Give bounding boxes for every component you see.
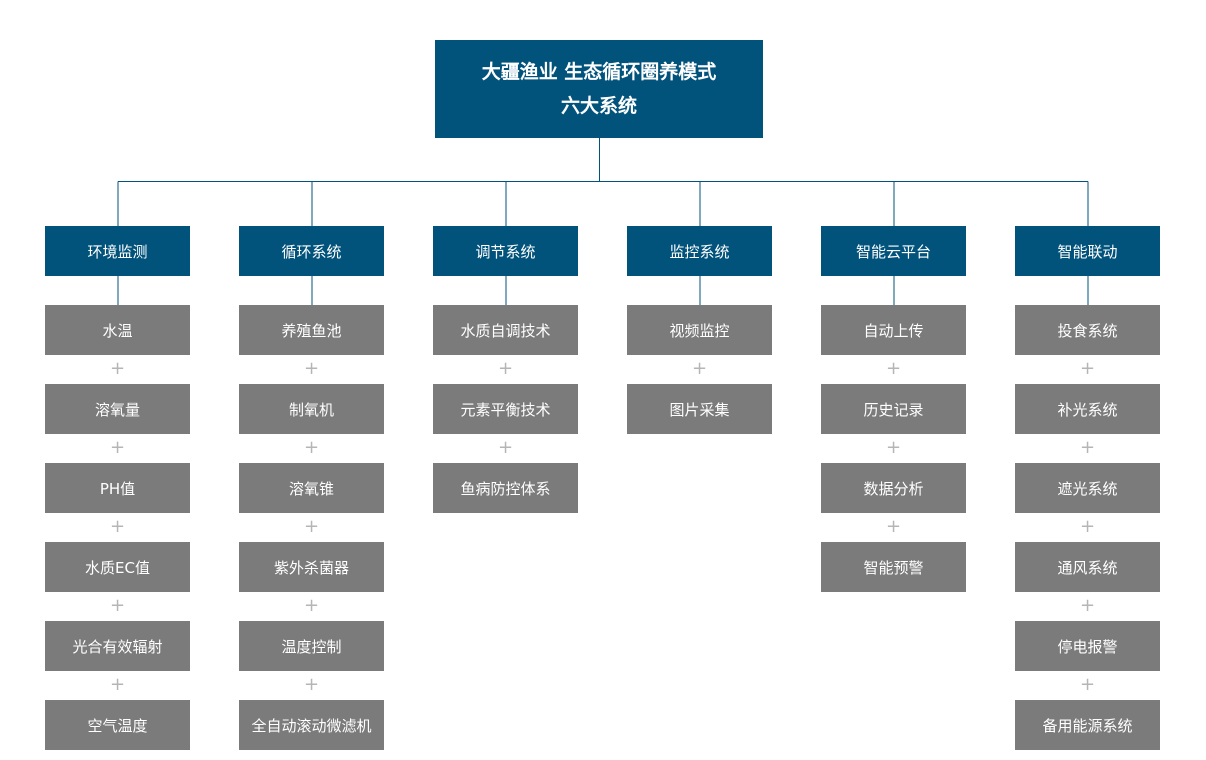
item-box: 全自动滚动微滤机 [239, 700, 384, 750]
item-box: 图片采集 [627, 384, 772, 434]
item-box: 投食系统 [1015, 305, 1160, 355]
item-box: 遮光系统 [1015, 463, 1160, 513]
plus-icon: + [303, 674, 320, 695]
category-box: 调节系统 [433, 226, 578, 276]
item-box: 光合有效辐射 [45, 621, 190, 671]
item-box: 备用能源系统 [1015, 700, 1160, 750]
plus-icon: + [691, 358, 708, 379]
category-box: 循环系统 [239, 226, 384, 276]
category-box: 环境监测 [45, 226, 190, 276]
plus-icon: + [109, 516, 126, 537]
category-box: 智能云平台 [821, 226, 966, 276]
plus-icon: + [1079, 358, 1096, 379]
plus-icon: + [497, 437, 514, 458]
item-box: 温度控制 [239, 621, 384, 671]
item-box: 停电报警 [1015, 621, 1160, 671]
item-box: 制氧机 [239, 384, 384, 434]
item-box: 紫外杀菌器 [239, 542, 384, 592]
item-box: 元素平衡技术 [433, 384, 578, 434]
item-box: 溶氧量 [45, 384, 190, 434]
plus-icon: + [109, 437, 126, 458]
plus-icon: + [109, 595, 126, 616]
plus-icon: + [497, 358, 514, 379]
item-box: 溶氧锥 [239, 463, 384, 513]
plus-icon: + [1079, 437, 1096, 458]
item-box: 自动上传 [821, 305, 966, 355]
item-box: 通风系统 [1015, 542, 1160, 592]
item-box: 空气温度 [45, 700, 190, 750]
item-box: 水质自调技术 [433, 305, 578, 355]
root-title-line1: 大疆渔业 生态循环圈养模式 [481, 61, 717, 83]
plus-icon: + [1079, 516, 1096, 537]
item-box: 鱼病防控体系 [433, 463, 578, 513]
plus-icon: + [1079, 674, 1096, 695]
item-box: 养殖鱼池 [239, 305, 384, 355]
item-box: 水质EC值 [45, 542, 190, 592]
plus-icon: + [885, 358, 902, 379]
category-box: 监控系统 [627, 226, 772, 276]
item-box: 补光系统 [1015, 384, 1160, 434]
plus-icon: + [885, 516, 902, 537]
plus-icon: + [109, 674, 126, 695]
category-box: 智能联动 [1015, 226, 1160, 276]
root-title-box: 大疆渔业 生态循环圈养模式 六大系统 [435, 40, 763, 138]
plus-icon: + [303, 516, 320, 537]
item-box: 历史记录 [821, 384, 966, 434]
item-box: PH值 [45, 463, 190, 513]
item-box: 数据分析 [821, 463, 966, 513]
plus-icon: + [109, 358, 126, 379]
root-title-line2: 六大系统 [560, 95, 637, 117]
item-box: 水温 [45, 305, 190, 355]
plus-icon: + [303, 358, 320, 379]
plus-icon: + [303, 595, 320, 616]
plus-icon: + [1079, 595, 1096, 616]
item-box: 智能预警 [821, 542, 966, 592]
plus-icon: + [885, 437, 902, 458]
plus-icon: + [303, 437, 320, 458]
item-box: 视频监控 [627, 305, 772, 355]
